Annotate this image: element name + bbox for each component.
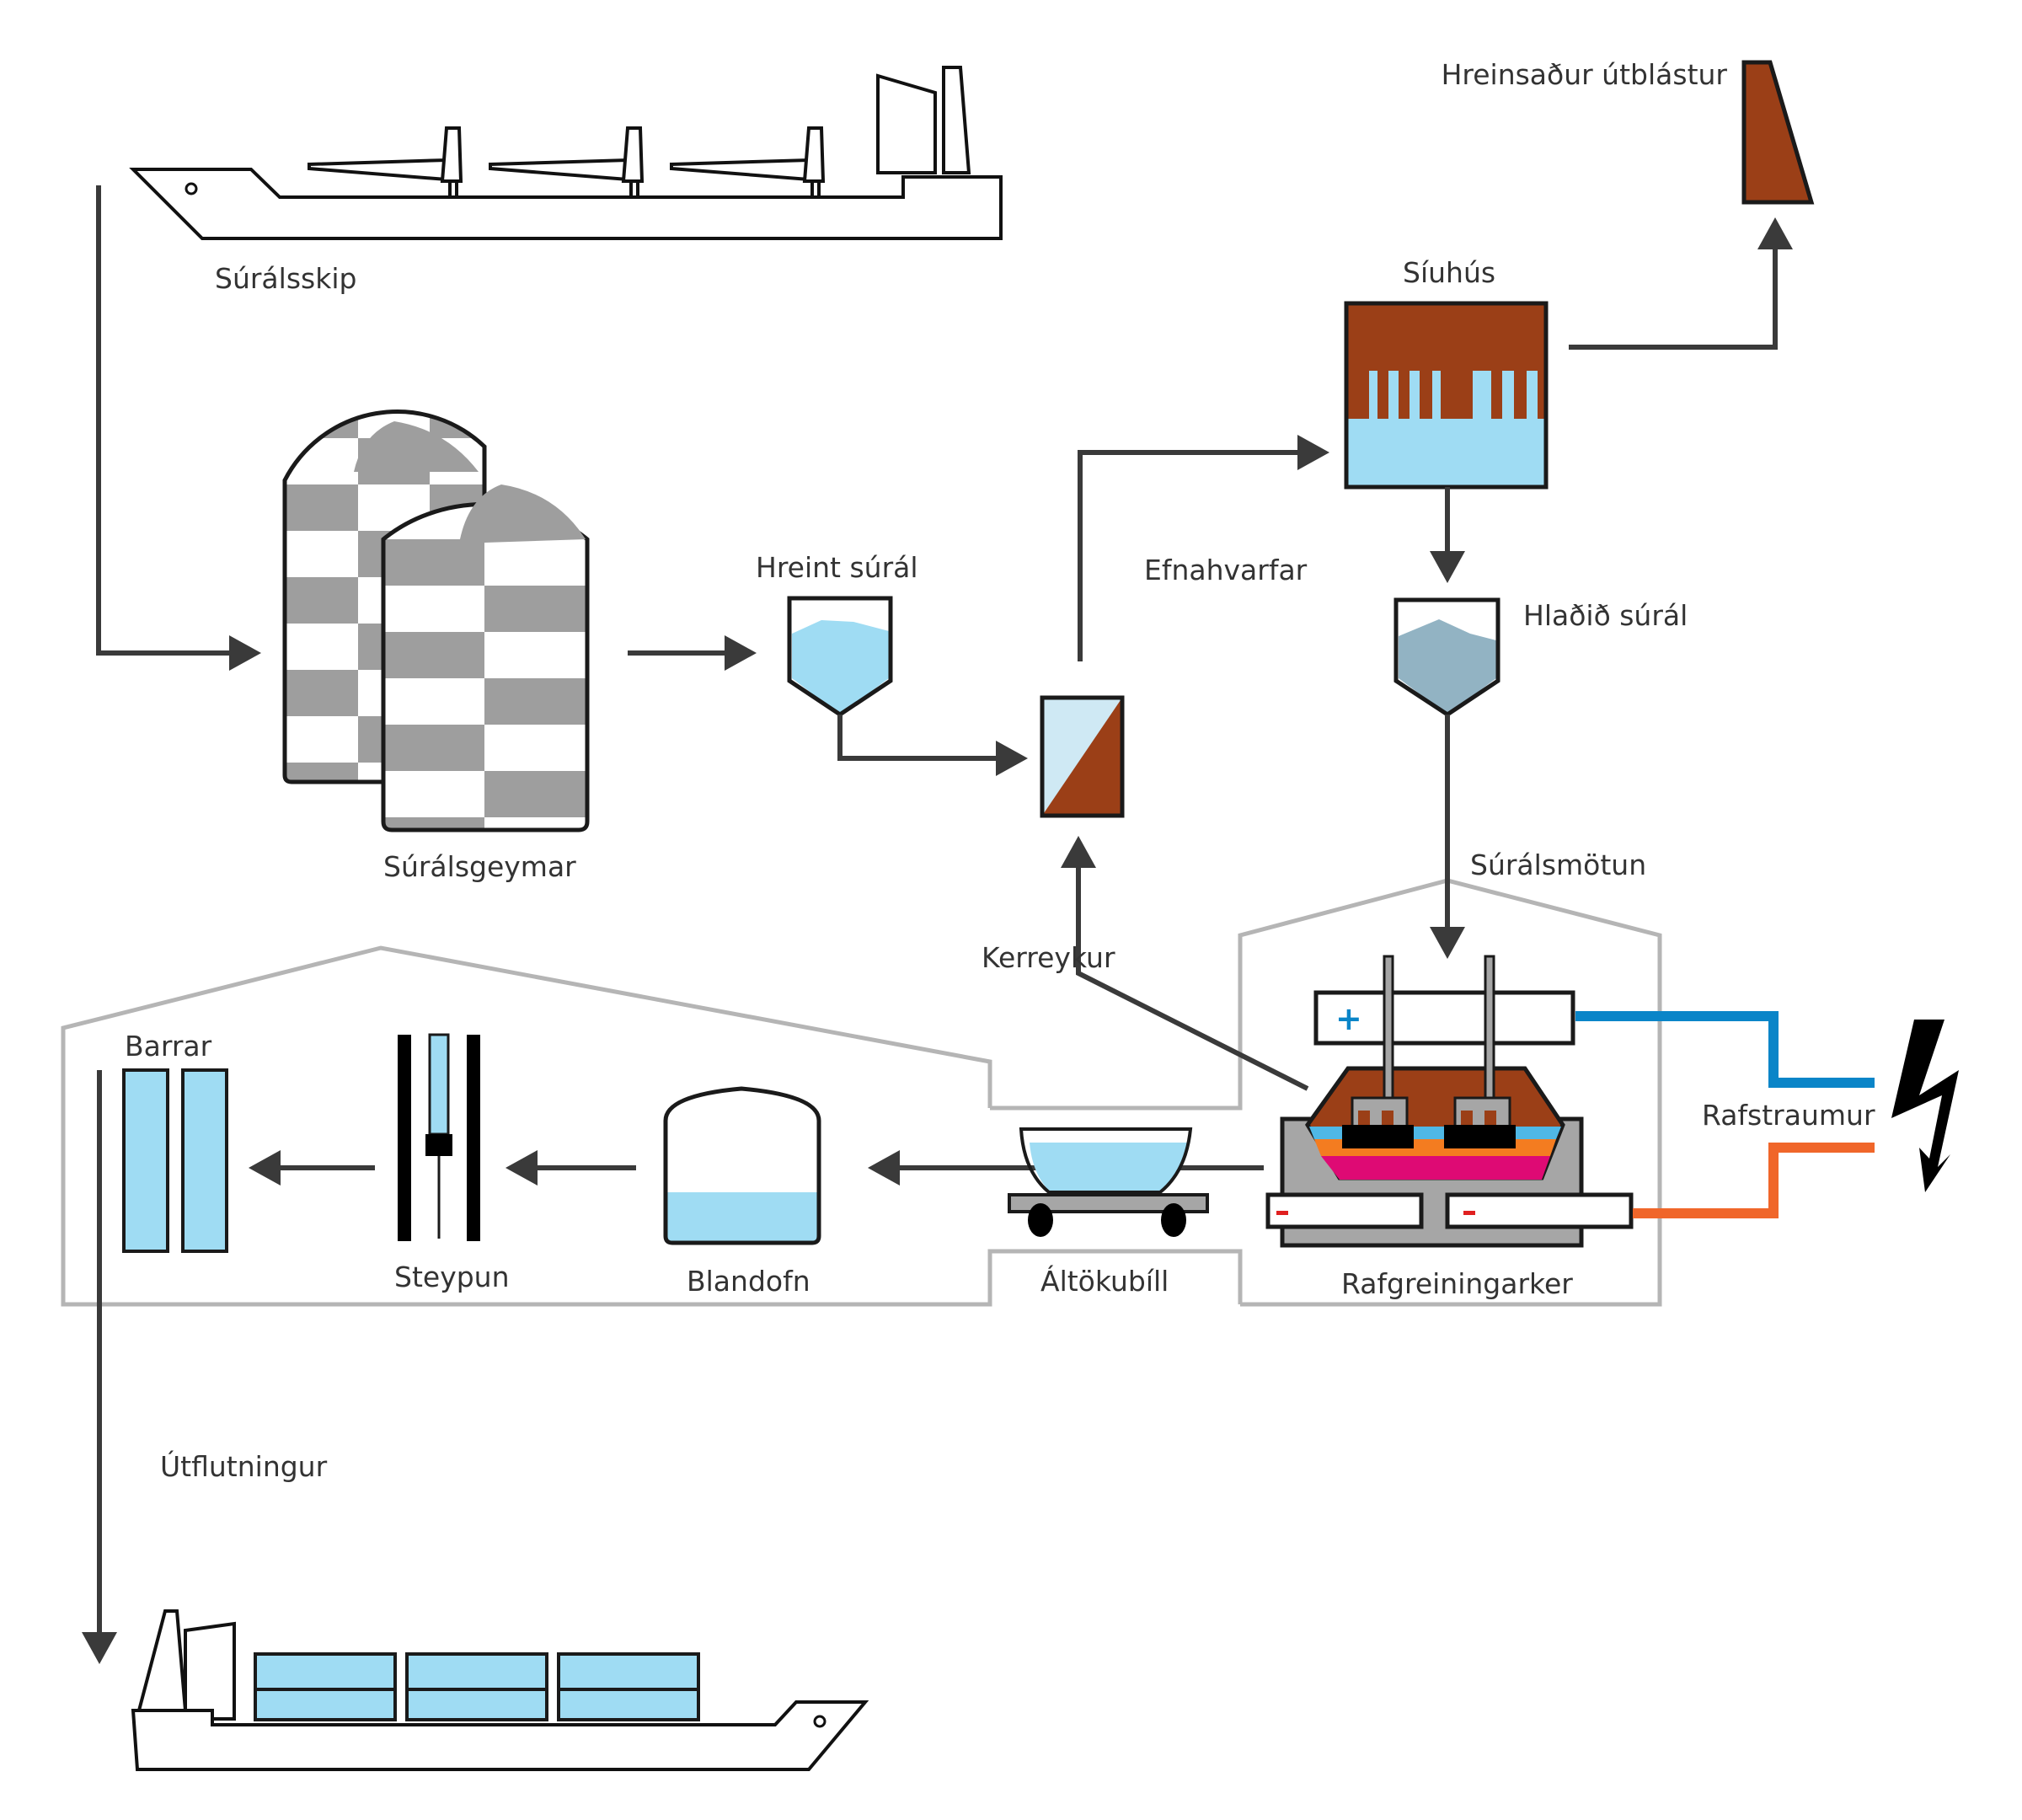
lightning-bolt-icon — [1891, 1020, 1959, 1192]
clean-alumina-label: Hreint súrál — [756, 551, 918, 584]
holding-furnace-label: Blandofn — [687, 1265, 810, 1298]
ingots — [122, 1068, 228, 1253]
cathode-sign — [1276, 1211, 1288, 1215]
electric-current-label: Rafstraumur — [1702, 1099, 1875, 1132]
casting-label: Steypun — [394, 1261, 510, 1293]
arrow-icon — [725, 635, 757, 671]
ship-crane — [670, 126, 826, 201]
loaded-alumina-hopper — [1393, 597, 1500, 717]
alumina-feed-label: Súrálsmötun — [1470, 848, 1646, 881]
arrow-icon — [996, 741, 1028, 776]
ingots-label: Barrar — [125, 1030, 212, 1063]
loaded-alumina-label: Hlaðið súrál — [1523, 599, 1688, 632]
flow-hopper-to-reactor — [837, 715, 1003, 761]
cathode-bar — [1265, 1192, 1424, 1229]
tapping-vehicle — [1008, 1127, 1209, 1237]
flow-ship-to-silos — [96, 185, 234, 656]
export-ship — [131, 1609, 869, 1771]
arrow-icon — [249, 1150, 281, 1186]
arrow-icon — [229, 635, 261, 671]
alumina-ship — [129, 66, 1003, 240]
alumina-silos — [282, 410, 590, 832]
reactor — [1040, 695, 1125, 818]
anode-sign: + — [1335, 1000, 1362, 1037]
export-label: Útflutningur — [160, 1449, 328, 1483]
arrow-icon — [82, 1632, 117, 1664]
ingot-stack — [557, 1652, 700, 1721]
casting-unit — [398, 1033, 480, 1241]
clean-alumina-hopper — [787, 596, 893, 718]
arrow-icon — [1061, 836, 1096, 868]
filter-house-label: Síuhús — [1403, 256, 1495, 289]
ship-crane — [308, 126, 463, 201]
filter-house — [1344, 301, 1549, 490]
arrow-icon — [1757, 217, 1793, 249]
anode-beam — [1313, 990, 1575, 1046]
pot-fumes-label: Kerreykur — [982, 941, 1115, 974]
flow-fumes-to-reactor — [1076, 859, 1309, 1091]
alumina-ship-label: Súrálsskip — [215, 262, 356, 295]
arrow-icon — [1430, 927, 1465, 959]
reactor-label: Efnahvarfar — [1144, 554, 1308, 586]
anode-power-line — [1575, 1011, 1875, 1088]
arrow-icon — [1430, 551, 1465, 583]
cleaned-emission-label: Hreinsaður útblástur — [1442, 58, 1728, 91]
porthole-icon — [185, 182, 198, 195]
ship-crane — [489, 126, 645, 201]
cathode-power-line — [1633, 1143, 1875, 1218]
ingot-stack — [254, 1652, 397, 1721]
porthole-icon — [813, 1715, 826, 1728]
potroom-label: Rafgreiningarker — [1341, 1267, 1573, 1300]
arrow-icon — [506, 1150, 538, 1186]
cathode-sign — [1463, 1211, 1475, 1215]
anode — [1342, 955, 1414, 1148]
ingot-stack — [405, 1652, 548, 1721]
anode — [1444, 955, 1516, 1148]
tapping-vehicle-label: Áltökubíll — [1040, 1264, 1169, 1298]
holding-furnace — [663, 1086, 821, 1245]
cathode-bar — [1445, 1192, 1634, 1229]
cast-house-building — [61, 945, 1243, 1307]
electrolysis-cell: + — [1265, 955, 1634, 1248]
alumina-silos-label: Súrálsgeymar — [383, 850, 576, 883]
arrow-icon — [1297, 435, 1329, 470]
stack — [1741, 60, 1815, 205]
flow-filter-to-stack — [1569, 243, 1778, 350]
arrow-icon — [868, 1150, 900, 1186]
flow-reactor-to-filter — [1078, 450, 1304, 661]
